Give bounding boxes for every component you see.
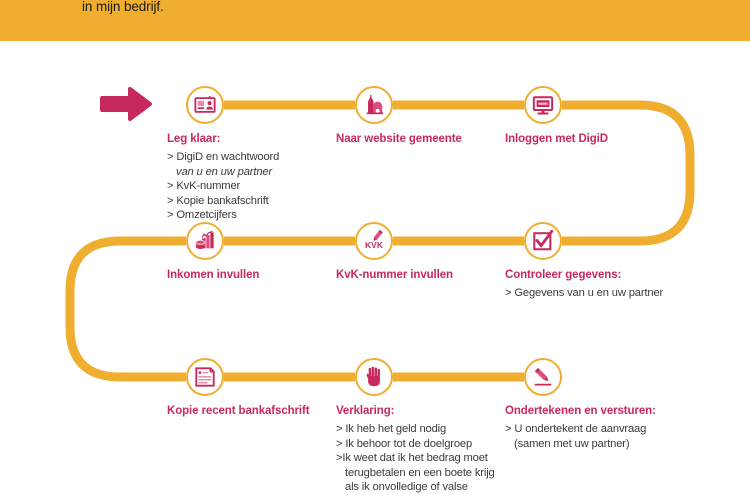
step-detail-line: > KvK-nummer (167, 180, 241, 193)
id-card-icon (194, 96, 216, 113)
kvk-pencil-icon: KVK (365, 229, 384, 250)
raised-hand-icon (366, 366, 380, 387)
coins-chart-icon (195, 230, 214, 249)
step-title: Inkomen invullen (167, 269, 260, 281)
step-icon-circle (524, 86, 562, 124)
signature-pencil-icon (534, 368, 552, 386)
kvk-logo-text: KVK (365, 240, 384, 250)
step-text-block: Inkomen invullen (167, 268, 382, 283)
step-detail-line: >Ik weet dat ik het bedrag moet (336, 452, 488, 465)
step-title: Leg klaar: (167, 133, 221, 145)
document-icon (195, 367, 215, 387)
step-text-block: Ondertekenen en versturen: > U onderteke… (505, 404, 720, 451)
process-flow-diagram: Leg klaar: > DigiD en wachtwoord van u e… (0, 41, 750, 493)
step-detail-line: (samen met uw partner) (514, 437, 630, 450)
checkbox-icon (533, 230, 554, 251)
step-text-block: Kopie recent bankafschrift (167, 404, 382, 419)
step-text-block: KvK-nummer invullen (336, 268, 551, 283)
step-text-block: Controleer gegevens: > Gegevens van u en… (505, 268, 720, 301)
step-title: KvK-nummer invullen (336, 269, 453, 281)
step-detail-line: als ik onvolledige of valse (345, 481, 468, 494)
step-detail-line: > Gegevens van u en uw partner (505, 287, 664, 299)
step-icon-circle (355, 358, 393, 396)
step-detail-line: > Ik heb het geld nodig (336, 423, 447, 435)
step-icon-circle (524, 222, 562, 260)
step-detail-line: > Ik behoor tot de doelgroep (336, 437, 473, 450)
step-title: Kopie recent bankafschrift (167, 405, 310, 417)
step-icon-circle (355, 86, 393, 124)
step-title: Naar website gemeente (336, 133, 462, 145)
step-detail-line: > Kopie bankafschrift (167, 194, 269, 207)
connector-row1-to-row2-loop (562, 100, 695, 246)
step-detail-line: > DigiD en wachtwoord (167, 151, 280, 163)
step-title: Ondertekenen en versturen: (505, 405, 656, 417)
monitor-login-icon (532, 96, 554, 115)
step-title: Inloggen met DigiD (505, 133, 608, 145)
step-text-block: Inloggen met DigiD (505, 132, 720, 147)
step-icon-circle (186, 222, 224, 260)
step-detail-line: > Omzetcijfers (167, 209, 237, 222)
step-title: Verklaring: (336, 405, 395, 417)
step-icon-circle (524, 358, 562, 396)
flow-connector-lines (65, 100, 695, 382)
step-icon-circle (186, 86, 224, 124)
step-icon-circle: KVK (355, 222, 393, 260)
step-text-block: Verklaring: > Ik heb het geld nodig > Ik… (336, 404, 551, 495)
arrow-right-icon (100, 87, 152, 121)
top-orange-band: in mijn bedrijf. (0, 0, 750, 41)
step-detail-line: terugbetalen en een boete krijg (345, 466, 495, 479)
connector-row2-to-row3-loop (65, 236, 186, 382)
step-icon-circle (186, 358, 224, 396)
step-detail-line: van u en uw partner (176, 165, 273, 178)
step-text-block: Naar website gemeente (336, 132, 551, 147)
top-band-text: in mijn bedrijf. (82, 0, 164, 14)
step-title: Controleer gegevens: (505, 269, 622, 281)
step-text-block: Leg klaar: > DigiD en wachtwoord van u e… (167, 132, 382, 223)
town-hall-icon (366, 94, 384, 115)
step-detail-line: > U ondertekent de aanvraag (505, 423, 647, 435)
